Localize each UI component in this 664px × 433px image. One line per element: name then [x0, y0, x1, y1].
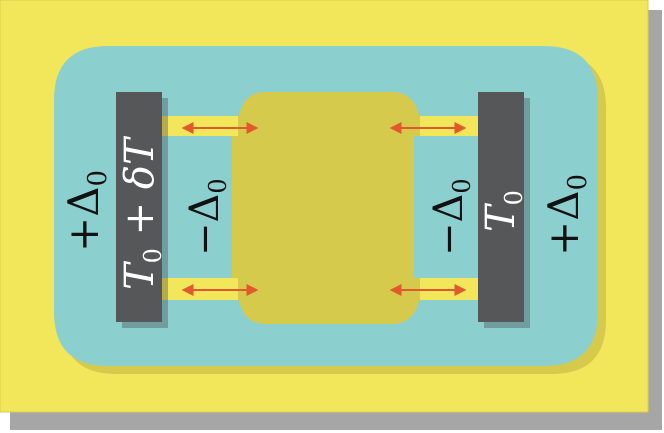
left-reservoir [116, 92, 162, 322]
left-outer-phase-label: +Δ0 [59, 170, 113, 252]
right-inner-superconductor [414, 136, 480, 278]
left-top-gap [162, 116, 238, 136]
left-temperature-label: T0 + δT [117, 135, 167, 290]
left-inner-superconductor [162, 136, 232, 278]
right-inner-phase-label: −Δ0 [426, 178, 476, 256]
left-inner-phase-label: −Δ0 [182, 178, 232, 256]
right-temperature-label: T0 [478, 190, 528, 232]
right-reservoir [478, 92, 524, 322]
right-top-gap [420, 116, 480, 136]
right-outer-phase-label: +Δ0 [539, 174, 593, 256]
